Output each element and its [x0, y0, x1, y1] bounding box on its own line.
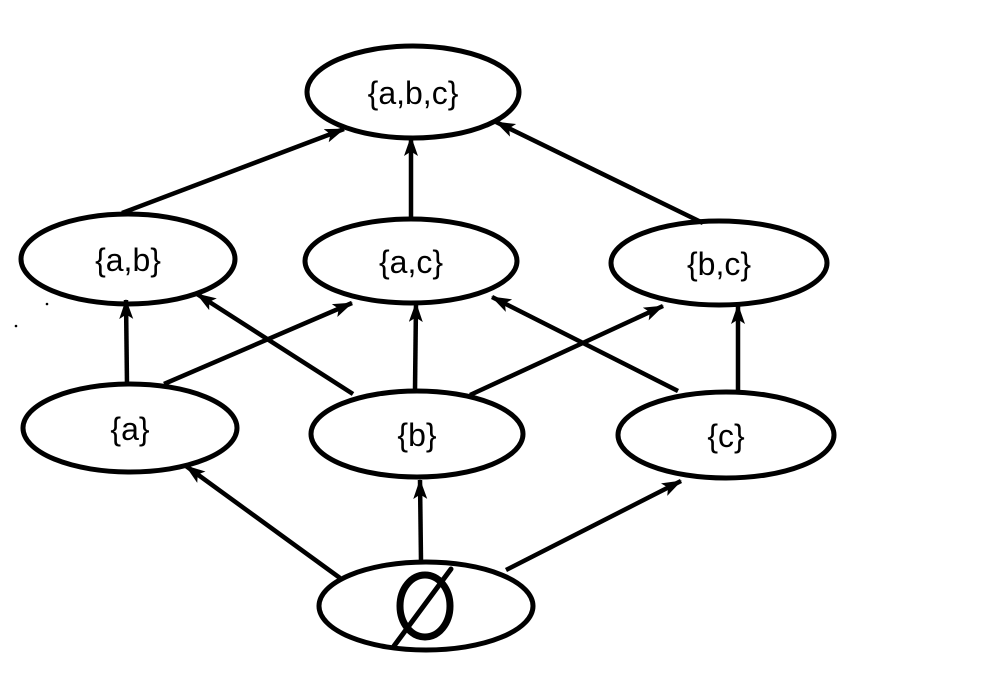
edge-empty-to-c-arrow [504, 478, 683, 573]
stray-marks-layer [14, 302, 49, 328]
edge-b-to-ab-arrow [195, 292, 355, 396]
node-a-label: {a} [110, 411, 149, 447]
edge-ab-to-abc-arrow [121, 126, 345, 216]
empty-set-symbol [391, 566, 454, 649]
edge-b-to-ac-arrow [408, 302, 423, 391]
node-a-ellipse [20, 381, 240, 475]
stray-speck [45, 302, 49, 306]
edges-layer [119, 119, 745, 580]
node-bc-label: {b,c} [687, 246, 751, 282]
node-c-ellipse [615, 389, 837, 481]
edge-bc-to-abc-arrow [495, 119, 704, 226]
empty-set-slash [391, 566, 454, 649]
edge-empty-to-b-arrow [413, 479, 428, 562]
node-ab-label: {a,b} [95, 242, 161, 278]
empty-set-circle [396, 571, 454, 641]
node-ellipses-layer [18, 43, 837, 653]
edge-a-to-ab-arrow [119, 299, 134, 386]
stray-speck [14, 324, 18, 328]
node-bc-ellipse [608, 218, 830, 308]
node-ac-label: {a,c} [379, 244, 443, 280]
edge-b-to-bc-arrow [469, 303, 664, 398]
edge-a-to-ac-arrow [163, 300, 353, 387]
node-b-label: {b} [397, 417, 436, 453]
node-b-ellipse [308, 388, 526, 480]
node-abc-label: {a,b,c} [368, 75, 459, 111]
edge-empty-to-a-arrow [184, 464, 342, 580]
labels-layer: {a,b,c} {a,b} {a,c} {b,c} {a} {b} {c} [95, 75, 751, 649]
node-c-label: {c} [707, 418, 745, 454]
